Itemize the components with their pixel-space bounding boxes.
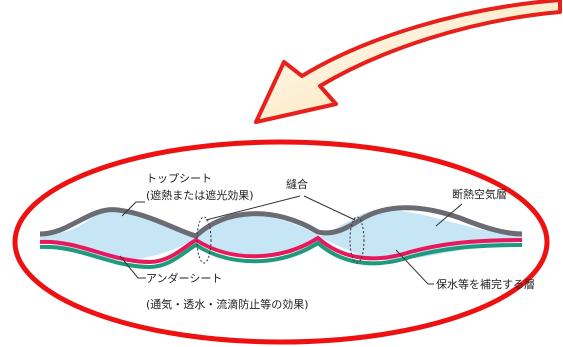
pink-layer	[39, 235, 523, 265]
under-sheet-layer	[39, 240, 523, 270]
top-sheet-effect-label: (遮熱または遮光効果)	[146, 189, 254, 202]
leader-under-sheet	[119, 255, 146, 279]
air-layer-label: 断熱空気層	[452, 188, 507, 201]
curved-arrow	[254, 0, 562, 124]
leader-air-layer	[435, 203, 463, 227]
under-sheet-effect-label: (通気・透水・流滴防止等の効果)	[146, 298, 309, 311]
top-sheet-layer	[39, 205, 523, 239]
seam-marker-right	[349, 216, 365, 264]
seam-marker-left	[196, 216, 212, 264]
supplementary-layer-label: 保水等を補完する層	[436, 278, 535, 291]
air-layer	[40, 209, 522, 261]
leader-seam-left	[205, 195, 301, 221]
leader-seam-right	[303, 195, 356, 221]
top-sheet-label: トップシート	[146, 172, 212, 185]
under-sheet-label: アンダーシート	[146, 272, 223, 285]
leader-supplementary	[395, 249, 434, 285]
highlight-ellipse	[12, 139, 550, 345]
leader-top-sheet	[121, 201, 145, 217]
seam-label: 縫合	[286, 178, 308, 191]
